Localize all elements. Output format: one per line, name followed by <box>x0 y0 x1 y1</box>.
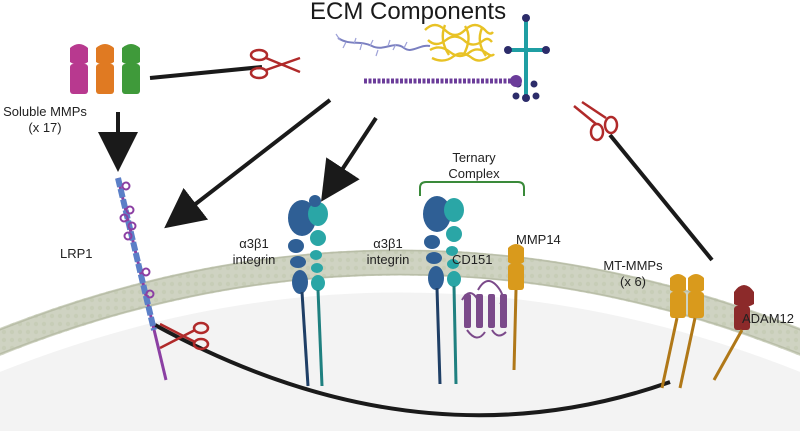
arrow-ecm-to-lrp1 <box>164 98 332 229</box>
integrin-right-label: α3β1 integrin <box>358 236 418 268</box>
ternary-complex-label-line1: Ternary <box>452 150 496 165</box>
cd151-label: CD151 <box>452 252 493 267</box>
mt-mmps-label-line1: MT-MMPs <box>603 258 663 273</box>
scissors-icon <box>573 100 619 142</box>
soluble-mmps-label: Soluble MMPs (x 17) <box>0 104 90 136</box>
ternary-complex-bracket <box>419 181 525 196</box>
soluble-mmps-label-line2: (x 17) <box>28 120 62 135</box>
adam12-protein <box>712 285 754 381</box>
ecm-components-title: ECM Components <box>310 0 507 25</box>
arrow-ecm-to-integrin <box>321 116 378 202</box>
integrin-right-label-line2: integrin <box>366 252 410 267</box>
arrow-curve-adam12 <box>154 323 671 418</box>
ternary-complex-label: Ternary Complex <box>440 150 508 182</box>
adam12-label: ADAM12 <box>742 311 795 326</box>
integrin-left-label-line1: α3β1 <box>239 236 269 251</box>
cd151-tetraspanin <box>461 280 507 339</box>
integrin-alpha3beta1-right <box>423 196 464 385</box>
integrin-left-label: α3β1 integrin <box>224 236 284 268</box>
ternary-complex-label-line2: Complex <box>448 166 500 181</box>
mt-mmps-label-line2: (x 6) <box>620 274 646 289</box>
scissors-icon <box>249 48 301 80</box>
arrow-mtmmp-to-ecm <box>608 133 714 262</box>
soluble-mmp-orange <box>96 44 114 94</box>
ecm-components-icon <box>335 14 550 102</box>
soluble-mmps-label-line1: Soluble MMPs <box>3 104 87 119</box>
soluble-mmp-magenta <box>70 44 88 94</box>
lrp1-receptor <box>115 177 168 381</box>
mmp14-protein <box>508 244 524 371</box>
mt-mmps-label: MT-MMPs (x 6) <box>598 258 668 290</box>
integrin-alpha3beta1-left <box>288 195 328 387</box>
integrin-left-label-line2: integrin <box>232 252 276 267</box>
lrp1-label: LRP1 <box>60 246 93 261</box>
soluble-mmp-green <box>122 44 140 94</box>
mmp14-label: MMP14 <box>516 232 561 247</box>
integrin-right-label-line1: α3β1 <box>373 236 403 251</box>
scissors-icon <box>159 321 210 351</box>
arrow-icon <box>98 65 714 418</box>
mt-mmp-proteins <box>660 274 704 389</box>
